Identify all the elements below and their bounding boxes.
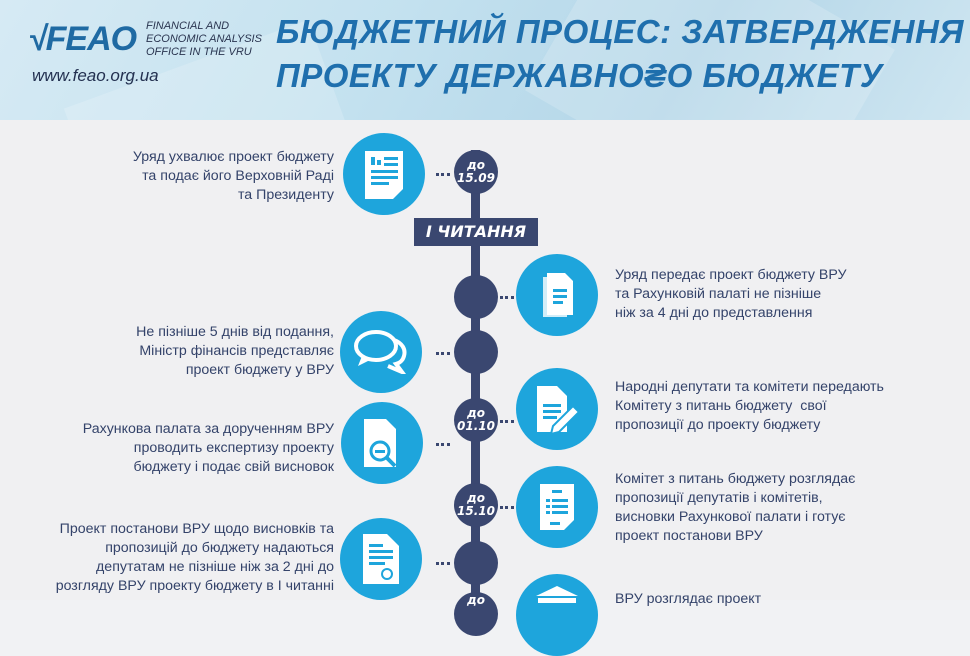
- step-text: Проект постанови ВРУ щодо висновків та п…: [55, 521, 334, 594]
- timeline-node: [454, 541, 498, 585]
- step-text: Уряд передає проект бюджету ВРУ та Рахун…: [615, 267, 847, 321]
- step-text: Не пізніше 5 днів від подання, Міністр ф…: [136, 324, 334, 378]
- timeline-node: [454, 275, 498, 319]
- date-node: до: [454, 592, 498, 636]
- connector-dots: [436, 352, 450, 355]
- document-list-icon: [516, 466, 598, 548]
- connector-dots: [500, 420, 514, 423]
- step-text: Комітет з питань бюджету розглядає пропо…: [615, 471, 856, 544]
- document-magnifier-icon: [341, 402, 423, 484]
- document-pencil-icon: [516, 368, 598, 450]
- timeline-line: [471, 150, 480, 610]
- report-document-icon: [343, 133, 425, 215]
- connector-dots: [500, 296, 514, 299]
- website-link[interactable]: www.feao.org.ua: [32, 66, 159, 85]
- step-text: Народні депутати та комітети передають К…: [615, 379, 884, 433]
- step-text: Рахункова палата за дорученням ВРУ прово…: [82, 421, 334, 475]
- reading-banner: І ЧИТАННЯ: [414, 218, 538, 246]
- connector-dots: [436, 173, 450, 176]
- connector-dots: [436, 443, 450, 446]
- logo: √FEAO: [28, 20, 137, 58]
- connector-dots: [436, 562, 450, 565]
- documents-icon: [516, 254, 598, 336]
- timeline-node: [454, 330, 498, 374]
- connector-dots: [500, 506, 514, 509]
- certificate-icon: [340, 518, 422, 600]
- step-text: Уряд ухвалює проект бюджету та подає йог…: [132, 149, 334, 203]
- parliament-building-icon: [516, 574, 598, 656]
- speech-bubbles-icon: [340, 311, 422, 393]
